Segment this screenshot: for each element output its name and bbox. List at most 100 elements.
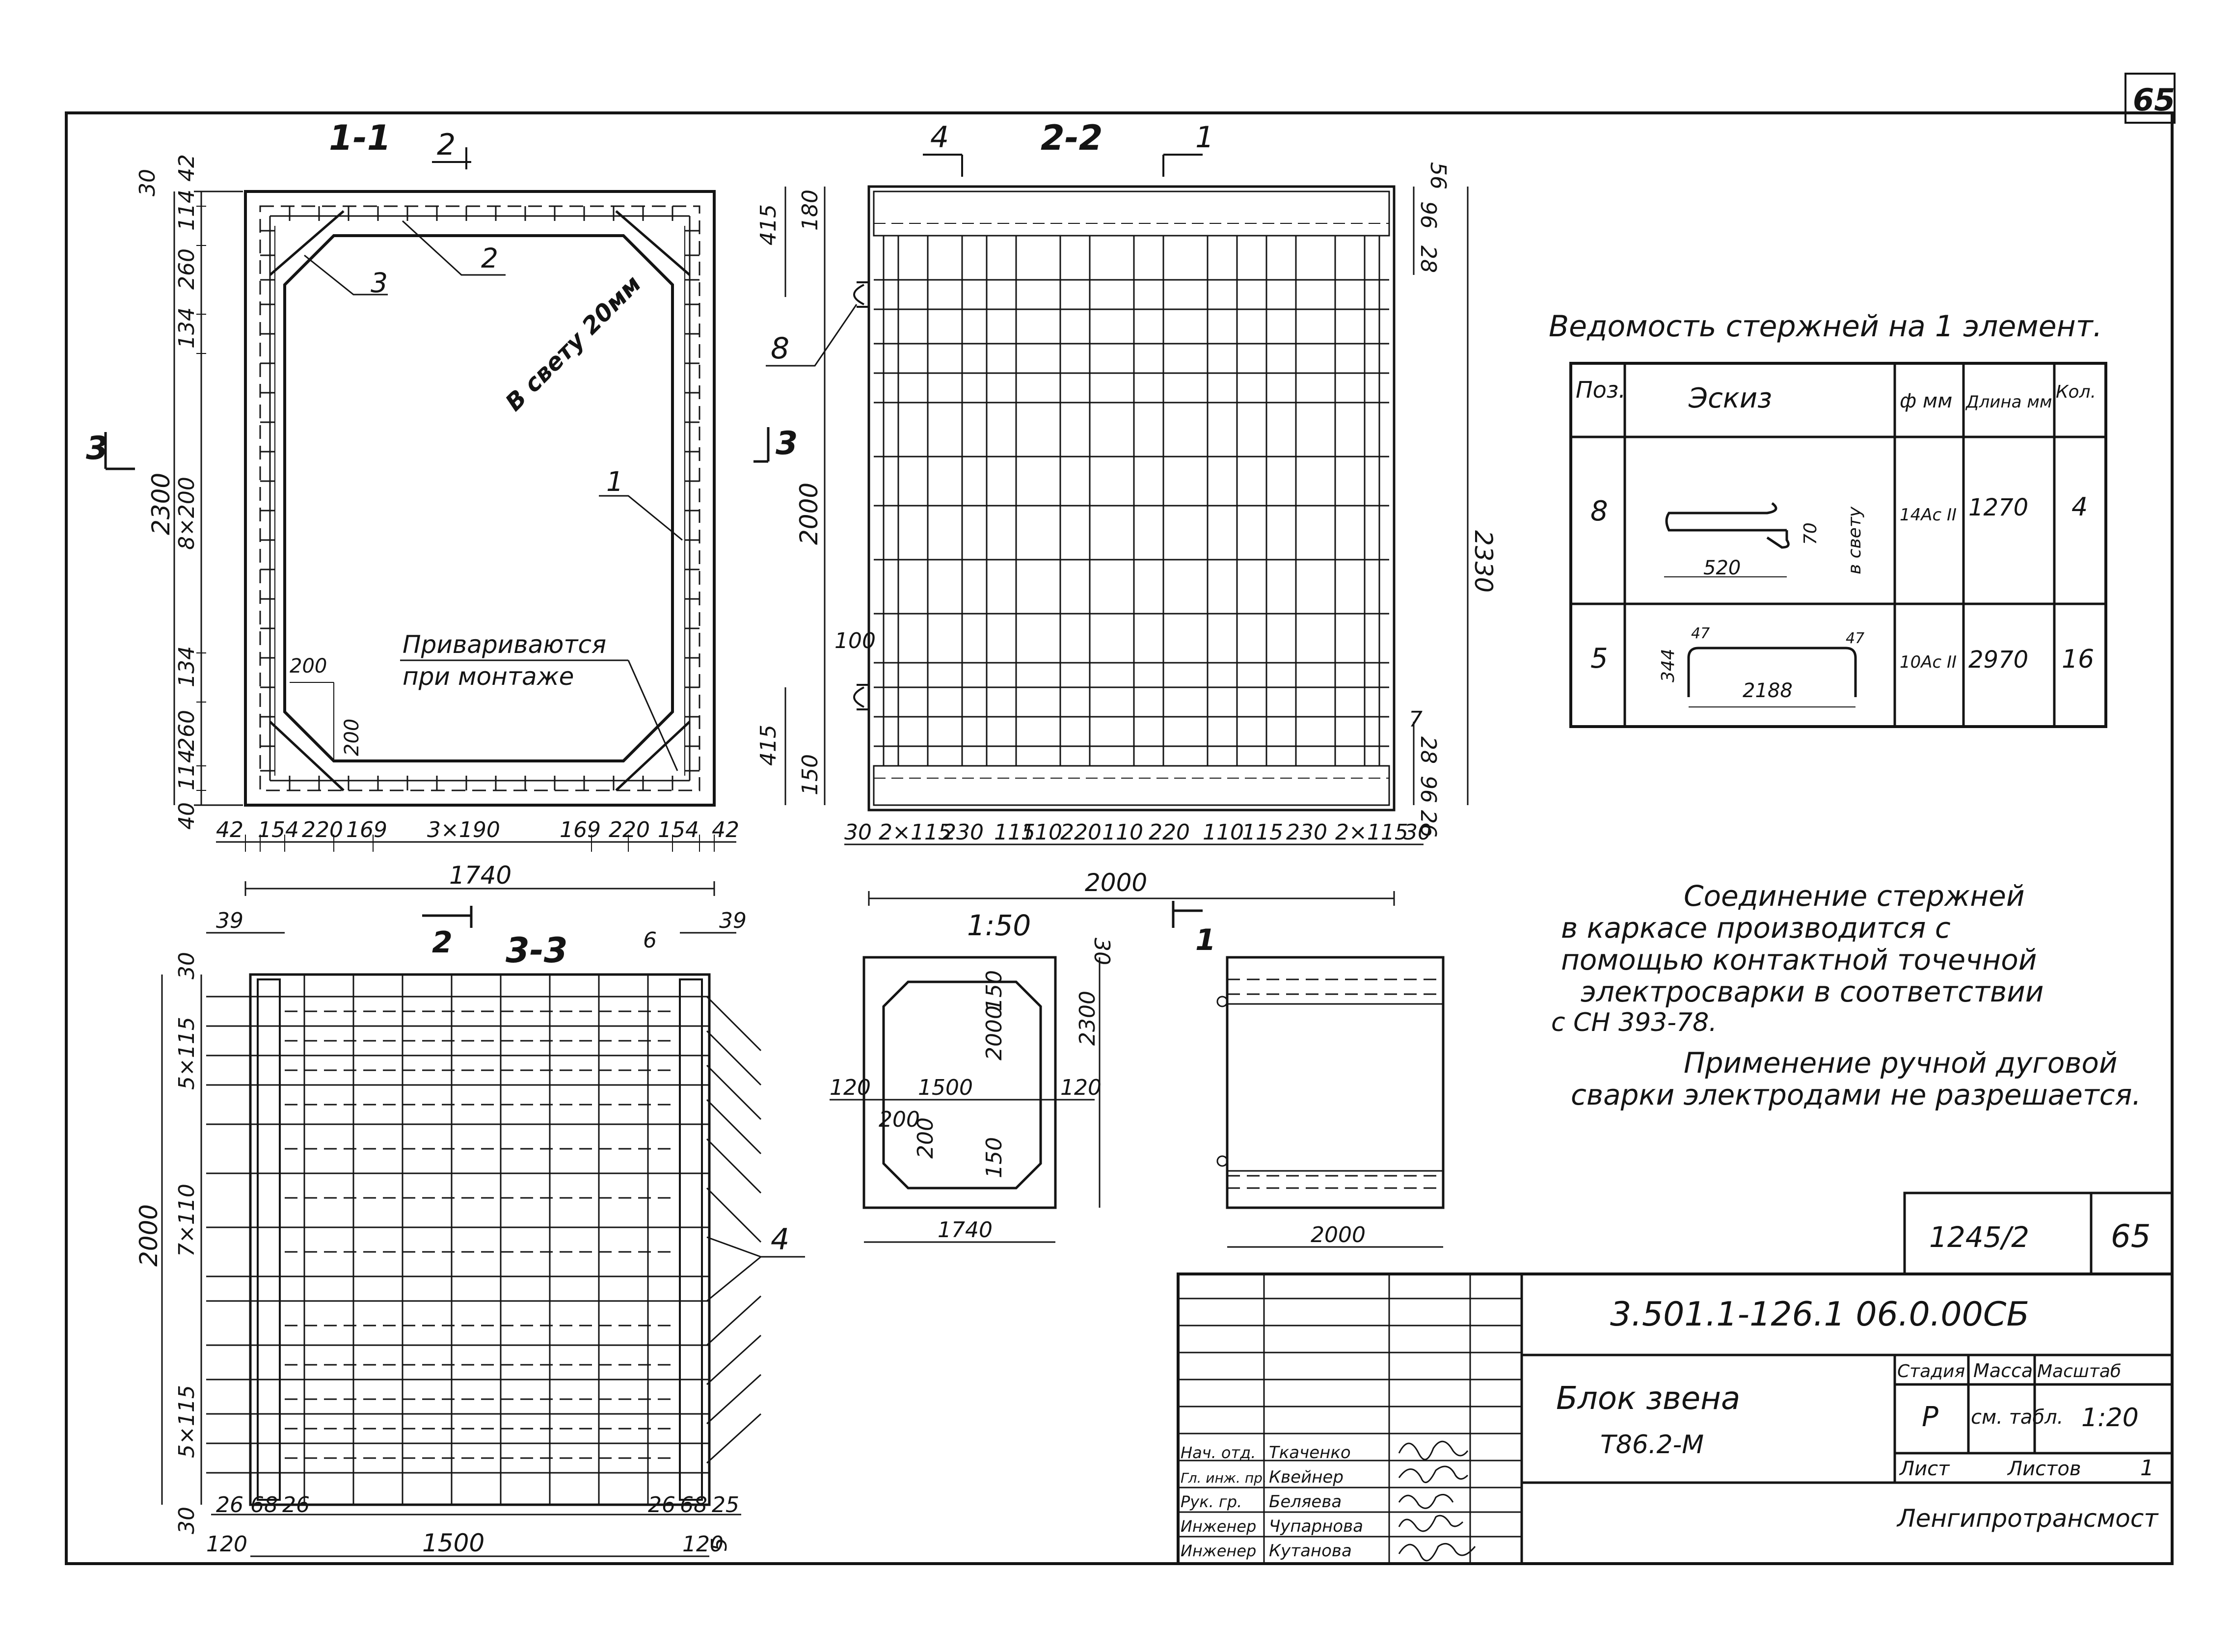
dim-bot-220: 220 xyxy=(302,817,343,842)
cut-mark-2-bottom: 2 xyxy=(432,925,453,960)
dim-bot-154: 154 xyxy=(258,817,299,842)
dim-left-114b: 114 xyxy=(174,749,199,790)
notes: Соединение стержней в каркасе производит… xyxy=(1551,879,2141,1111)
block-outline xyxy=(244,190,716,807)
side-cut-3b: 3 xyxy=(776,425,798,462)
dim-2-total-2000: 2000 xyxy=(1085,868,1147,897)
small-side-2000: 2000 xyxy=(1311,1222,1366,1247)
row5-dia: 10Ас II xyxy=(1900,652,1957,672)
organization: Ленгипротрансмост xyxy=(1896,1504,2159,1533)
dim-2b-115b: 115 xyxy=(1242,820,1283,845)
horizontal-bars xyxy=(874,279,1389,747)
series-number: 1245/2 xyxy=(1929,1220,2029,1254)
mass-value: см. табл. xyxy=(1971,1406,2063,1429)
sig-name-5: Кутанова xyxy=(1269,1541,1352,1561)
sig-role-3: Рук. гр. xyxy=(1181,1492,1242,1511)
callout-4-leaders xyxy=(706,996,805,1464)
small-section-outline xyxy=(862,956,1057,1209)
note-line-5: с СН 393-78. xyxy=(1551,1008,1717,1037)
dim-left-114: 114 xyxy=(174,190,199,231)
row8-dim-gap: в свету xyxy=(1845,506,1865,574)
dim-3b-26: 26 xyxy=(216,1492,243,1517)
dim-left-134: 134 xyxy=(174,307,199,349)
dim-3b-25: 25 xyxy=(712,1492,739,1517)
mesh-horizontal xyxy=(206,996,709,1474)
dim-total-height: 2300 xyxy=(147,473,175,535)
dim-2-2330: 2330 xyxy=(1469,530,1498,593)
dim-bot-169b: 169 xyxy=(560,817,601,842)
panel-3-3-outline xyxy=(249,973,711,1506)
row5-qty: 16 xyxy=(2062,645,2094,674)
inner-opening xyxy=(283,234,674,762)
dim-3b-68b: 68 xyxy=(680,1492,707,1517)
section-3-3-title: 3-3 xyxy=(506,930,567,971)
dim-2b-115: 115 xyxy=(994,820,1035,845)
dim-2-56: 56 xyxy=(1425,162,1451,190)
dim-3-39-right: 39 xyxy=(719,908,747,933)
dim-3b-5: 5 xyxy=(707,1538,732,1551)
dim-2-415-top: 415 xyxy=(756,204,781,245)
sig-role-1: Нач. отд. xyxy=(1181,1443,1256,1462)
dim-2-28b: 28 xyxy=(1416,736,1441,764)
dim-3-5x115-bot: 5×115 xyxy=(174,1385,199,1458)
row8-sketch xyxy=(1665,502,1790,549)
row5-dim-344: 344 xyxy=(1658,649,1678,682)
dim-left-260: 260 xyxy=(174,248,199,290)
dim-2b-30: 30 xyxy=(844,820,872,845)
small-dim-30: 30 xyxy=(1089,938,1114,965)
dim-bot-42: 42 xyxy=(216,817,243,842)
dim-bot-220b: 220 xyxy=(609,817,650,842)
dim-2b-110b: 110 xyxy=(1102,820,1143,845)
cut-mark-1-bottom: 1 xyxy=(1195,923,1216,957)
note-line-4: электросварки в соответствии xyxy=(1581,975,2044,1008)
corner-dim-1: 200 xyxy=(290,655,327,677)
col-qty: Кол. xyxy=(2056,382,2096,402)
cut-mark-4: 4 xyxy=(930,120,949,155)
dim-2-150: 150 xyxy=(798,754,823,795)
dim-3b-120: 120 xyxy=(206,1532,247,1557)
dim-2-7: 7 xyxy=(1409,707,1423,732)
sheets-value: 1 xyxy=(2140,1456,2154,1481)
dim-bot-169: 169 xyxy=(346,817,387,842)
rebar-schedule: Ведомость стержней на 1 элемент. Поз. Эс… xyxy=(1549,309,2107,728)
note-line-3: помощью контактной точечной xyxy=(1561,943,2037,976)
dim-2-180: 180 xyxy=(798,190,823,231)
dim-2b-230b: 230 xyxy=(1286,820,1327,845)
small-dim-150b: 150 xyxy=(982,1137,1007,1178)
sig-role-5: Инженер xyxy=(1181,1542,1256,1560)
sig-role-4: Инженер xyxy=(1181,1517,1256,1536)
dim-left-260b: 260 xyxy=(174,710,199,751)
mass-label: Масса xyxy=(1973,1360,2033,1381)
callout-1: 1 xyxy=(606,466,623,497)
dim-3-30-bot: 30 xyxy=(174,1507,199,1534)
sig-name-2: Квейнер xyxy=(1269,1467,1344,1487)
stirrup-ticks xyxy=(260,206,699,790)
dim-bot-3x190: 3×190 xyxy=(427,817,500,842)
product-name: Блок звена xyxy=(1556,1381,1740,1417)
note-line-7: сварки электродами не разрешается. xyxy=(1571,1078,2141,1111)
schedule-table xyxy=(1569,362,2107,728)
row5-dim-2188: 2188 xyxy=(1743,679,1793,702)
small-dim-200: 200 xyxy=(879,1107,920,1132)
corner-dim-2: 200 xyxy=(341,719,363,756)
panel-2-2-outline xyxy=(867,185,1396,812)
dim-2b-110: 110 xyxy=(1021,820,1062,845)
stage-value: Р xyxy=(1922,1401,1938,1433)
scale-value: 1:20 xyxy=(2081,1403,2139,1433)
section-2-2: 2-2 4 1 8 3 415 180 2000 100 415 150 xyxy=(753,118,1498,906)
small-dim-1500: 1500 xyxy=(918,1075,973,1100)
scale-label: Масштаб xyxy=(2037,1361,2121,1381)
section-1-1-title: 1-1 xyxy=(329,118,391,158)
sig-role-2: Гл. инж. пр. xyxy=(1181,1470,1267,1486)
small-dim-2000: 2000 xyxy=(982,1005,1007,1060)
row8-pos: 8 xyxy=(1590,495,1608,527)
dim-3b-68: 68 xyxy=(250,1492,278,1517)
dim-2-415-bot: 415 xyxy=(756,725,781,766)
small-dim-200b: 200 xyxy=(913,1117,938,1159)
row8-dim-520: 520 xyxy=(1703,557,1741,579)
dim-2b-2x115: 2×115 xyxy=(879,820,952,845)
dim-bot-154b: 154 xyxy=(658,817,699,842)
product-mark: Т86.2-М xyxy=(1600,1430,1704,1460)
small-dim-2300: 2300 xyxy=(1075,991,1100,1046)
dim-left-134b: 134 xyxy=(174,646,199,687)
